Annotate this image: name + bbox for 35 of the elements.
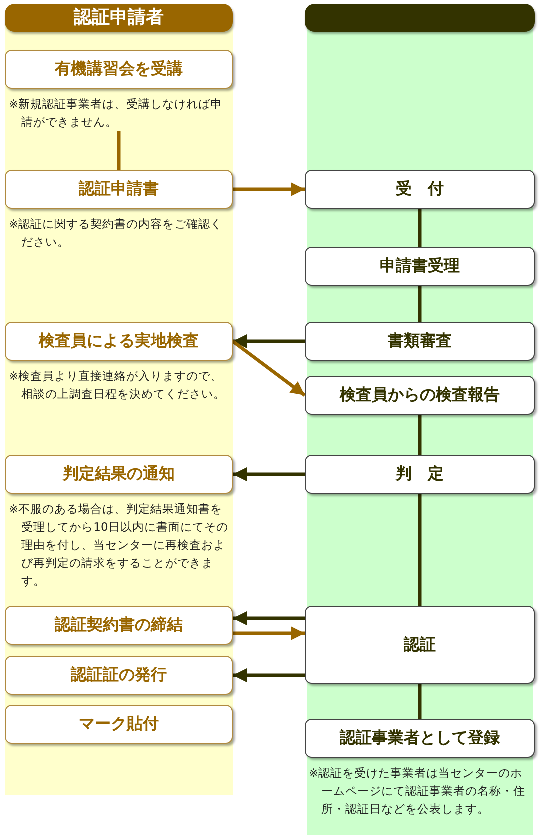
connector-line (418, 684, 422, 719)
arrow (232, 340, 306, 397)
process-box: 認証証の発行 (5, 656, 233, 695)
arrow (233, 626, 305, 640)
note: ※不服のある場合は、判定結果通知書を受理してから10日以内に書面にてその理由を付し、当センターに再検査および再判定の請求をすることができます。 (9, 501, 230, 590)
process-box: 有機講習会を受講 (5, 50, 233, 89)
note: ※新規認証事業者は、受講しなければ申請ができません。 (9, 96, 224, 131)
swimlane (5, 4, 233, 795)
note: ※認証に関する契約書の内容をご確認ください。 (9, 216, 224, 251)
connector-line (418, 494, 422, 606)
note: ※検査員より直接連絡が入りますので、相談の上調査日程を決めてください。 (9, 368, 227, 403)
arrow (233, 182, 305, 196)
process-box: 認証事業者として登録 (305, 719, 535, 758)
arrow (233, 468, 305, 482)
process-box: 判定結果の通知 (5, 455, 233, 494)
swimlane (307, 4, 533, 835)
connector-line (418, 415, 422, 455)
process-box: 認証申請書 (5, 170, 233, 209)
arrow (233, 612, 305, 626)
process-box: 申請書受理 (305, 247, 535, 286)
process-box: 書類審査 (305, 322, 535, 361)
process-box: 判 定 (305, 455, 535, 494)
connector-line (418, 286, 422, 322)
process-box: 認証 (305, 606, 535, 684)
arrow (233, 668, 305, 682)
arrow (233, 334, 305, 348)
note: ※認証を受けた事業者は当センターのホームページにて認証事業者の名称・住所・認証日などを公表します。 (309, 765, 527, 818)
connector-line (117, 131, 121, 170)
process-box: 検査員による実地検査 (5, 322, 233, 361)
process-box: 認証契約書の締結 (5, 606, 233, 645)
connector-line (418, 209, 422, 247)
process-box: 検査員からの検査報告 (305, 376, 535, 415)
column-header: 認証申請者 (5, 4, 233, 32)
process-box: マーク貼付 (5, 705, 233, 744)
process-box: 受 付 (305, 170, 535, 209)
